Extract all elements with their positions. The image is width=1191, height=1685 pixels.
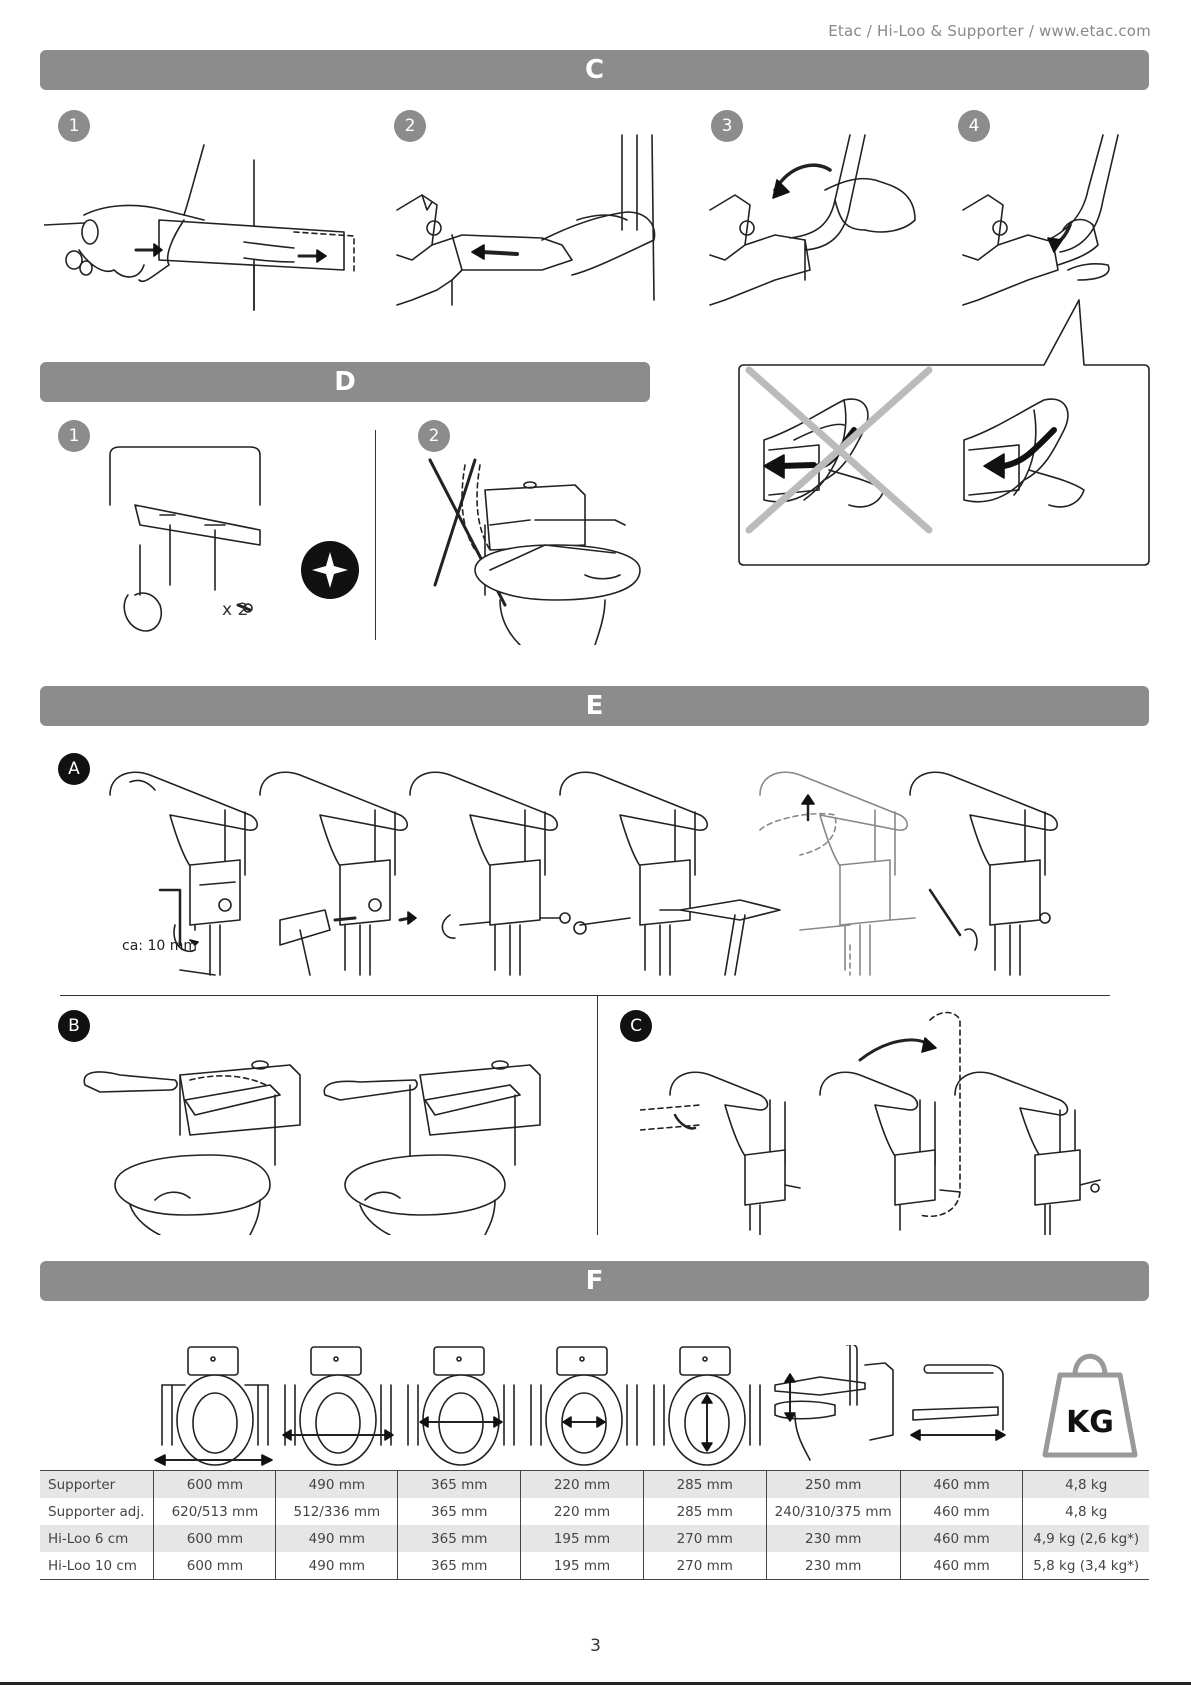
section-e-title: E [585,691,604,721]
step-c4-badge: 4 [958,110,990,142]
table-cell: 240/310/375 mm [765,1498,901,1525]
step-c4-illustration [962,134,1119,306]
table-cell: 490 mm [275,1525,398,1552]
step-d1-illustration [109,446,261,632]
table-cell: 600 mm [153,1470,276,1498]
step-c2-illustration [396,134,656,306]
table-cell: 460 mm [899,1470,1023,1498]
page-number: 3 [590,1636,601,1656]
part-b-illustration [83,1060,541,1235]
table-cell: 195 mm [520,1552,644,1580]
step-d1-badge: 1 [58,420,90,452]
table-cell: 285 mm [642,1498,767,1525]
table-cell: 5,8 kg (3,4 kg*) [1022,1552,1149,1580]
part-b-badge: B [58,1010,90,1042]
dim-width-total-icon [154,1346,273,1466]
table-cell: 490 mm [275,1552,398,1580]
section-d-bar: D [40,362,650,402]
dim-opening-width-icon [530,1346,638,1466]
part-a-badge: A [58,753,90,785]
table-cell: 365 mm [397,1470,521,1498]
section-f-title: F [585,1266,604,1296]
table-cell: 220 mm [520,1470,644,1498]
weight-icon-label: KG [1066,1405,1114,1440]
page-header: Etac / Hi-Loo & Supporter / www.etac.com [828,22,1151,40]
table-cell: 230 mm [765,1525,901,1552]
section-c-bar: C [40,50,1149,90]
section-d-title: D [334,367,356,397]
dim-seat-width-icon [407,1346,515,1466]
step-c3-illustration [709,134,916,306]
step-c2-badge: 2 [394,110,426,142]
table-cell: 490 mm [275,1470,398,1498]
step-c1-badge: 1 [58,110,90,142]
dimension-icons-row [154,1345,1138,1466]
divider-d [375,430,376,640]
step-c1-illustration [44,144,355,311]
table-cell: 4,9 kg (2,6 kg*) [1022,1525,1149,1552]
section-f-bar: F [40,1261,1149,1301]
table-cell: 600 mm [153,1552,276,1580]
table-cell: 220 mm [520,1498,644,1525]
step-c3-badge: 3 [711,110,743,142]
star-tool-icon [301,541,359,599]
table-cell: 270 mm [642,1525,767,1552]
table-cell: 460 mm [899,1498,1023,1525]
row-label: Supporter [40,1470,154,1498]
table-cell: 620/513 mm [153,1498,276,1525]
section-c-title: C [584,55,605,85]
table-cell: 600 mm [153,1525,276,1552]
step-d2-illustration [428,458,641,645]
table-cell: 365 mm [397,1525,521,1552]
table-cell: 195 mm [520,1525,644,1552]
section-e-bar: E [40,686,1149,726]
table-cell: 460 mm [899,1525,1023,1552]
table-cell: 4,8 kg [1022,1470,1149,1498]
table-cell: 230 mm [765,1552,901,1580]
part-c-badge: C [620,1010,652,1042]
table-cell: 365 mm [397,1498,521,1525]
quantity-label: x 2 [222,600,249,620]
part-a-illustration [109,771,1059,976]
row-label: Hi-Loo 10 cm [48,1557,137,1574]
table-cell: 460 mm [899,1552,1023,1580]
table-cell: 270 mm [642,1552,767,1580]
dim-depth-icon [910,1364,1006,1441]
part-c-illustration [640,1011,1101,1235]
measure-label: ca: 10 mm [122,938,197,954]
divider-e-vertical [597,995,598,1235]
table-cell: 285 mm [642,1470,767,1498]
table-cell: 250 mm [765,1470,901,1498]
step-d2-badge: 2 [418,420,450,452]
weight-kg-icon [1042,1353,1138,1458]
table-cell: 4,8 kg [1022,1498,1149,1525]
callout-detail [738,299,1150,566]
table-cell: 365 mm [397,1552,521,1580]
dim-width-inner-icon [282,1346,394,1466]
row-label: Hi-Loo 6 cm [40,1525,154,1552]
table-cell: 512/336 mm [275,1498,398,1525]
dim-opening-length-icon [653,1346,761,1466]
row-label: Supporter adj. [48,1503,145,1520]
bottom-rule [0,1682,1191,1685]
divider-e-horizontal [60,995,1110,996]
dim-height-icon [774,1345,894,1461]
